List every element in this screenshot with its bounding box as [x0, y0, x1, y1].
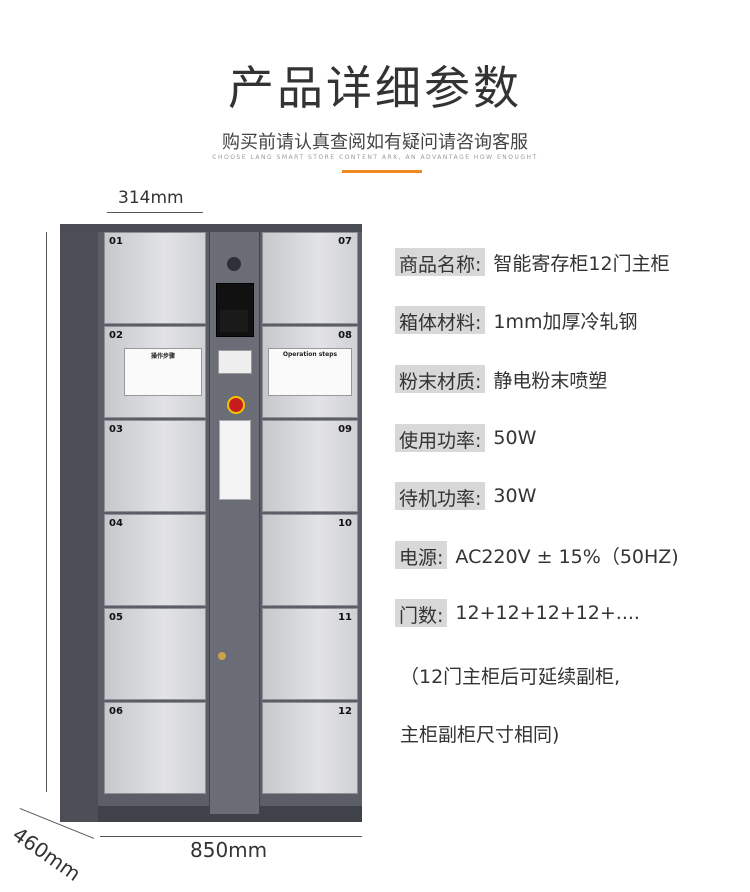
spec-row: 使用功率: 50W: [395, 423, 536, 453]
spec-label: 电源:: [395, 541, 448, 569]
accent-divider: [342, 170, 422, 173]
lock-icon: [218, 652, 226, 660]
spec-row: 电源: AC220V ± 15%（50HZ): [395, 540, 679, 570]
locker-door-11: 11: [262, 608, 358, 700]
spec-label: 待机功率:: [395, 482, 486, 510]
spec-row: 粉末材质: 静电粉末喷塑: [395, 364, 607, 394]
door-number: 12: [338, 706, 352, 717]
spec-row: 箱体材料: 1mm加厚冷轧钢: [395, 305, 638, 335]
locker-door-10: 10: [262, 514, 358, 606]
door-number: 07: [338, 236, 352, 247]
width-line: [100, 836, 362, 837]
door-number: 02: [109, 330, 123, 341]
spec-row: 商品名称: 智能寄存柜12门主柜: [395, 247, 670, 277]
locker-door-03: 03: [104, 420, 206, 512]
barcode-printer: [218, 350, 252, 374]
spec-value: 智能寄存柜12门主柜: [493, 252, 670, 275]
locker-door-01: 01: [104, 232, 206, 324]
locker-door-05: 05: [104, 608, 206, 700]
speaker-icon: [227, 257, 241, 271]
locker-door-06: 06: [104, 702, 206, 794]
page-title: 产品详细参数: [228, 61, 522, 115]
door-number: 05: [109, 612, 123, 623]
emergency-stop-icon: [227, 396, 245, 414]
notice-sticker: [219, 420, 251, 500]
spec-label: 商品名称:: [395, 248, 486, 276]
cabinet-side: [60, 232, 98, 822]
spec-label: 使用功率:: [395, 424, 486, 452]
instruction-title: Operation steps: [282, 351, 338, 358]
note-line-1: （12门主柜后可延续副柜,: [400, 666, 621, 688]
locker-door-07: 07: [262, 232, 358, 324]
spec-label: 箱体材料:: [395, 306, 486, 334]
door-number: 03: [109, 424, 123, 435]
spec-value: 30W: [493, 485, 537, 507]
spec-value: 50W: [493, 427, 537, 449]
door-width-label: 314mm: [118, 188, 184, 208]
door-width-line: [107, 212, 203, 213]
cabinet-top: [60, 224, 362, 232]
spec-value: 1mm加厚冷轧钢: [493, 310, 638, 333]
page-subtitle: 购买前请认真查阅如有疑问请咨询客服: [222, 132, 528, 153]
door-number: 09: [338, 424, 352, 435]
door-number: 08: [338, 330, 352, 341]
instruction-title: 操作步骤: [150, 353, 175, 360]
keypad: [220, 310, 248, 332]
door-number: 06: [109, 706, 123, 717]
spec-row: 待机功率: 30W: [395, 481, 536, 511]
instruction-card-left: 操作步骤: [124, 348, 202, 396]
cabinet-base: [98, 806, 362, 822]
locker-door-09: 09: [262, 420, 358, 512]
spec-value: 静电粉末喷塑: [493, 369, 608, 392]
tagline: CHOOSE LANG SMART STORE CONTENT ARK, AN …: [212, 154, 538, 161]
spec-value: AC220V ± 15%（50HZ): [455, 545, 679, 568]
door-number: 10: [338, 518, 352, 529]
door-number: 01: [109, 236, 123, 247]
spec-label: 粉末材质:: [395, 365, 486, 393]
instruction-card-right: Operation steps: [268, 348, 352, 396]
locker-door-04: 04: [104, 514, 206, 606]
note-line-2: 主柜副柜尺寸相同): [400, 724, 560, 746]
spec-value: 12+12+12+12+....: [455, 602, 640, 624]
locker-door-12: 12: [262, 702, 358, 794]
spec-row: 门数: 12+12+12+12+....: [395, 598, 640, 628]
depth-label: 460mm: [8, 822, 86, 886]
door-number: 11: [338, 612, 352, 623]
door-number: 04: [109, 518, 123, 529]
spec-label: 门数:: [395, 599, 448, 627]
width-label: 850mm: [190, 838, 268, 862]
height-line: [46, 232, 47, 792]
